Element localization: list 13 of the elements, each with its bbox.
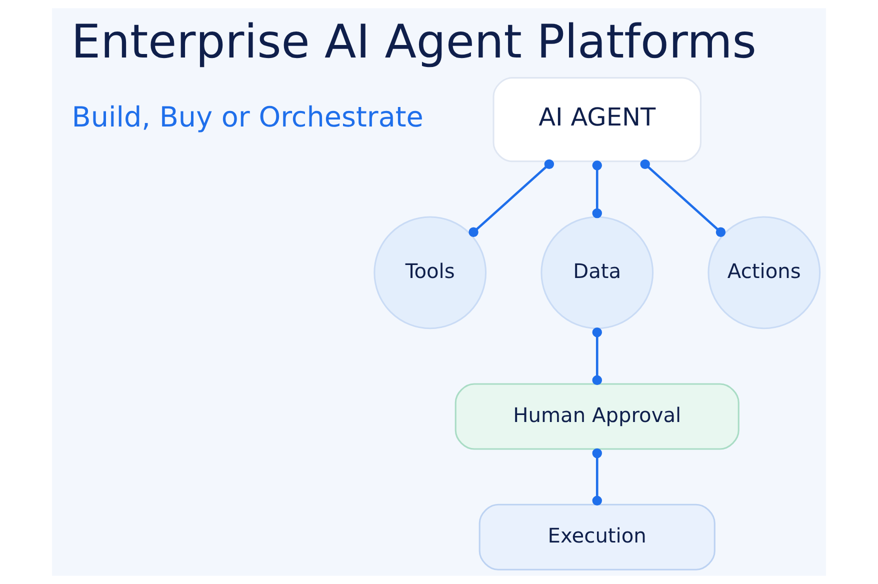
diagram-title: Enterprise AI Agent Platforms: [71, 14, 756, 69]
connector: [592, 327, 602, 386]
node-box: Human Approval: [454, 383, 740, 450]
node-box: Execution: [478, 504, 716, 570]
label: Build, Buy or Orchestrate: [72, 100, 424, 134]
node-box: AI AGENT: [492, 77, 702, 162]
connector: [640, 159, 726, 237]
connector: [592, 448, 602, 506]
connector: [468, 159, 554, 237]
connector: [592, 160, 602, 218]
node-circle: Data: [540, 216, 654, 330]
node-circle: Tools: [374, 216, 487, 330]
node-circle: Actions: [708, 216, 821, 330]
